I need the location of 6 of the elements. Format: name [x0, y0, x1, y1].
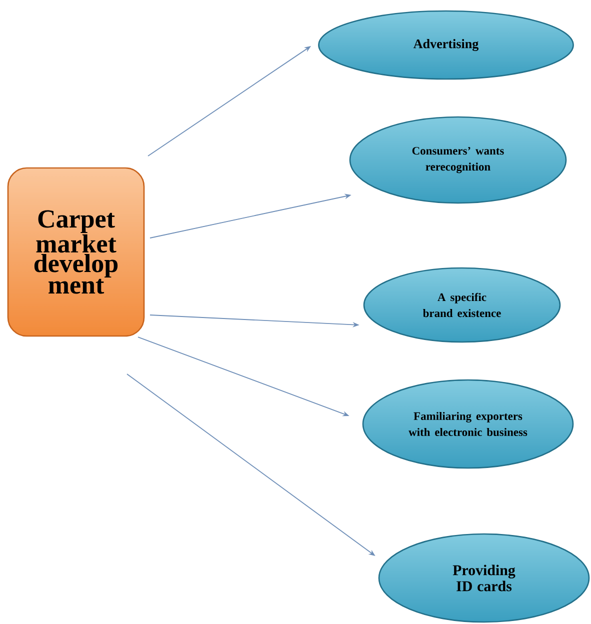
ellipse-node: Familiaring exporters with electronic business — [362, 379, 574, 469]
topic-box: Carpet market develop ment — [7, 167, 145, 337]
ellipse-node: A specific brand existence — [363, 267, 561, 343]
ellipse-node: Advertising — [318, 10, 574, 80]
ellipse-node: Consumers’ wants rerecognition — [349, 116, 567, 204]
ellipse-node: Providing ID cards — [378, 533, 590, 623]
